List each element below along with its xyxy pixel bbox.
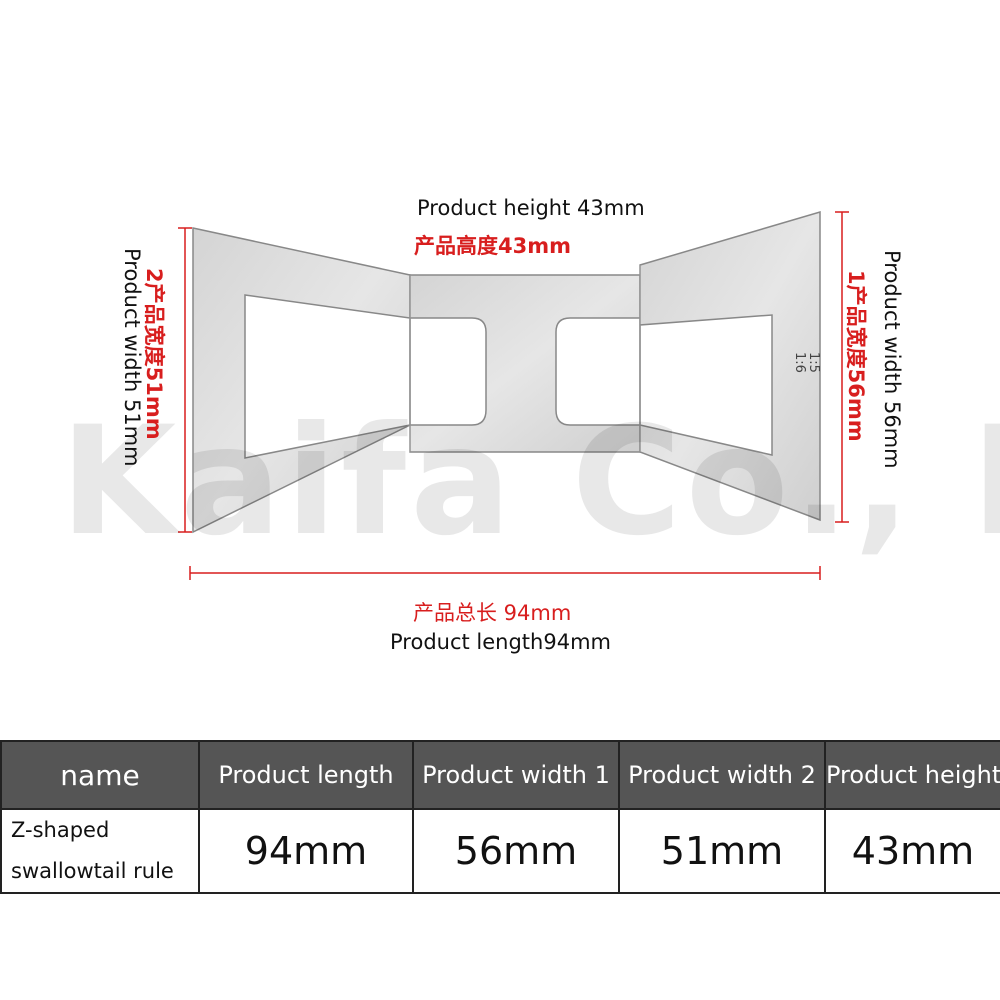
header-name: name (0, 740, 200, 810)
right-height-dimension (835, 211, 849, 523)
right-width-label-en: Product width 56mm (880, 250, 904, 469)
height-label-cn: 产品高度43mm (414, 234, 571, 258)
header-height: Product height (824, 740, 1000, 810)
table-header-row: name Product length Product width 1 Prod… (0, 740, 1000, 810)
header-length: Product length (198, 740, 414, 810)
table-row: Z-shaped swallowtail rule 94mm 56mm 51mm… (0, 808, 1000, 894)
watermark-text: Kaifa Co., Ltd. (60, 395, 1000, 569)
length-label-cn: 产品总长 94mm (413, 601, 572, 625)
cell-height: 43mm (824, 808, 1000, 894)
left-width-label-en: Product width 51mm (120, 248, 144, 467)
scale-mark-2: 1:6 (792, 352, 807, 373)
cell-length: 94mm (198, 808, 414, 894)
dovetail-gauge-diagram (178, 210, 849, 580)
cell-width-2: 51mm (618, 808, 826, 894)
header-width-2: Product width 2 (618, 740, 826, 810)
length-label-en: Product length94mm (390, 630, 611, 654)
height-label-en: Product height 43mm (417, 196, 645, 220)
left-width-label-cn: 2产品宽度51mm (142, 268, 166, 440)
scale-mark-1: 1:5 (806, 352, 821, 373)
length-dimension (189, 566, 821, 580)
cell-name: Z-shaped swallowtail rule (0, 808, 200, 894)
cell-width-1: 56mm (412, 808, 620, 894)
header-width-1: Product width 1 (412, 740, 620, 810)
left-height-dimension (178, 227, 192, 533)
right-width-label-cn: 1产品宽度56mm (844, 270, 868, 442)
spec-table: name Product length Product width 1 Prod… (0, 740, 1000, 894)
